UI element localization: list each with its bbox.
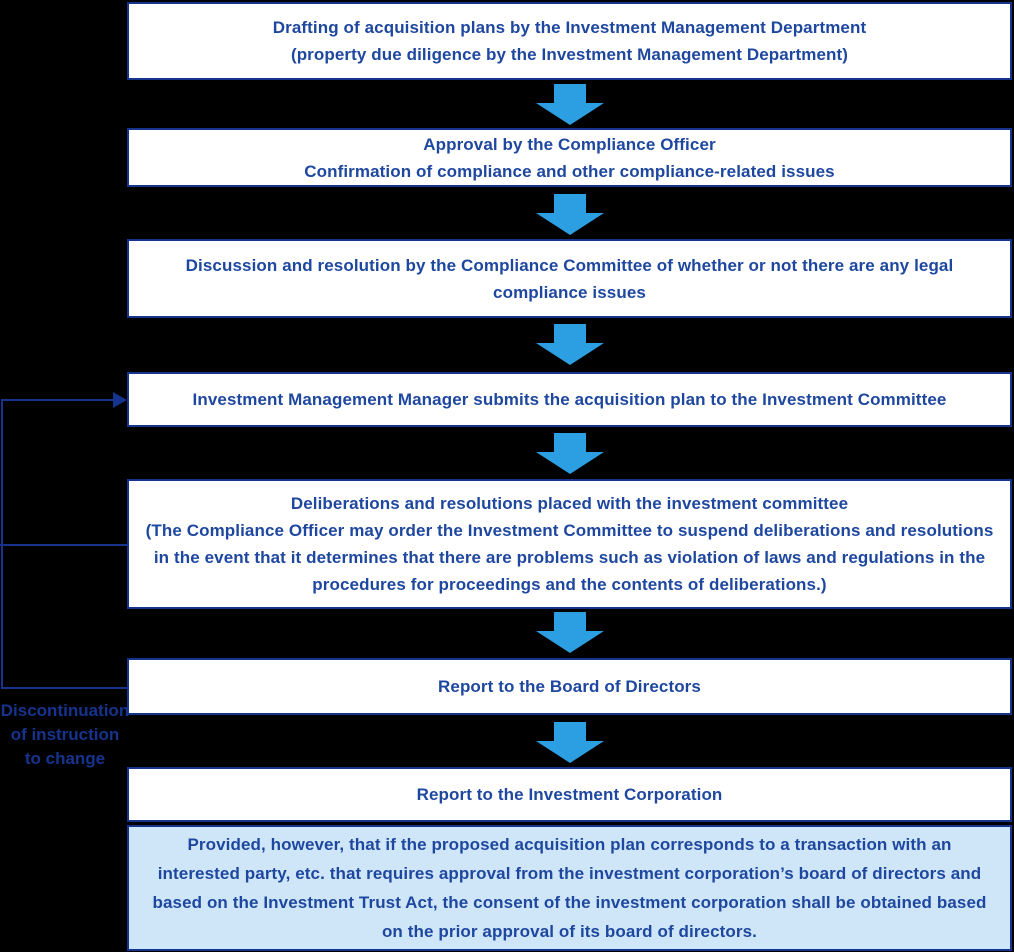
flow-step-compliance-officer-approval-text: Approval by the Compliance Officer Confi… [304,134,835,181]
flow-step-drafting: Drafting of acquisition plans by the Inv… [127,2,1012,80]
flow-step-compliance-committee-text: Discussion and resolution by the Complia… [185,255,954,302]
down-arrow-icon [536,433,604,474]
feedback-line-to-submission-step [1,399,115,401]
down-arrow-icon [536,612,604,653]
down-arrow-icon [536,324,604,365]
flow-step-compliance-officer-approval: Approval by the Compliance Officer Confi… [127,128,1012,187]
flow-step-report-investment-corporation: Report to the Investment Corporation [127,767,1012,822]
flow-footnote-text: Provided, however, that if the proposed … [152,835,987,941]
flow-step-drafting-text: Drafting of acquisition plans by the Inv… [272,18,867,64]
feedback-line-from-board-report-step [1,687,127,689]
flow-step-report-board-of-directors-text: Report to the Board of Directors [438,677,701,696]
flow-step-submit-to-investment-committee: Investment Management Manager submits th… [127,372,1012,427]
flow-step-report-investment-corporation-text: Report to the Investment Corporation [416,785,723,804]
right-arrowhead-icon [113,392,127,408]
flow-step-investment-committee-deliberations: Deliberations and resolutions placed wit… [127,479,1012,609]
flow-step-report-board-of-directors: Report to the Board of Directors [127,658,1012,715]
down-arrow-icon [536,84,604,125]
flow-step-submit-to-investment-committee-text: Investment Management Manager submits th… [192,390,947,409]
down-arrow-icon [536,194,604,235]
down-arrow-icon [536,722,604,763]
feedback-line-from-deliberations-step [0,544,127,546]
flow-footnote: Provided, however, that if the proposed … [127,825,1012,951]
flow-step-compliance-committee: Discussion and resolution by the Complia… [127,239,1012,318]
flow-step-investment-committee-deliberations-text: Deliberations and resolutions placed wit… [145,494,994,594]
feedback-loop-label: Discontinuation of instruction to change [0,701,130,768]
